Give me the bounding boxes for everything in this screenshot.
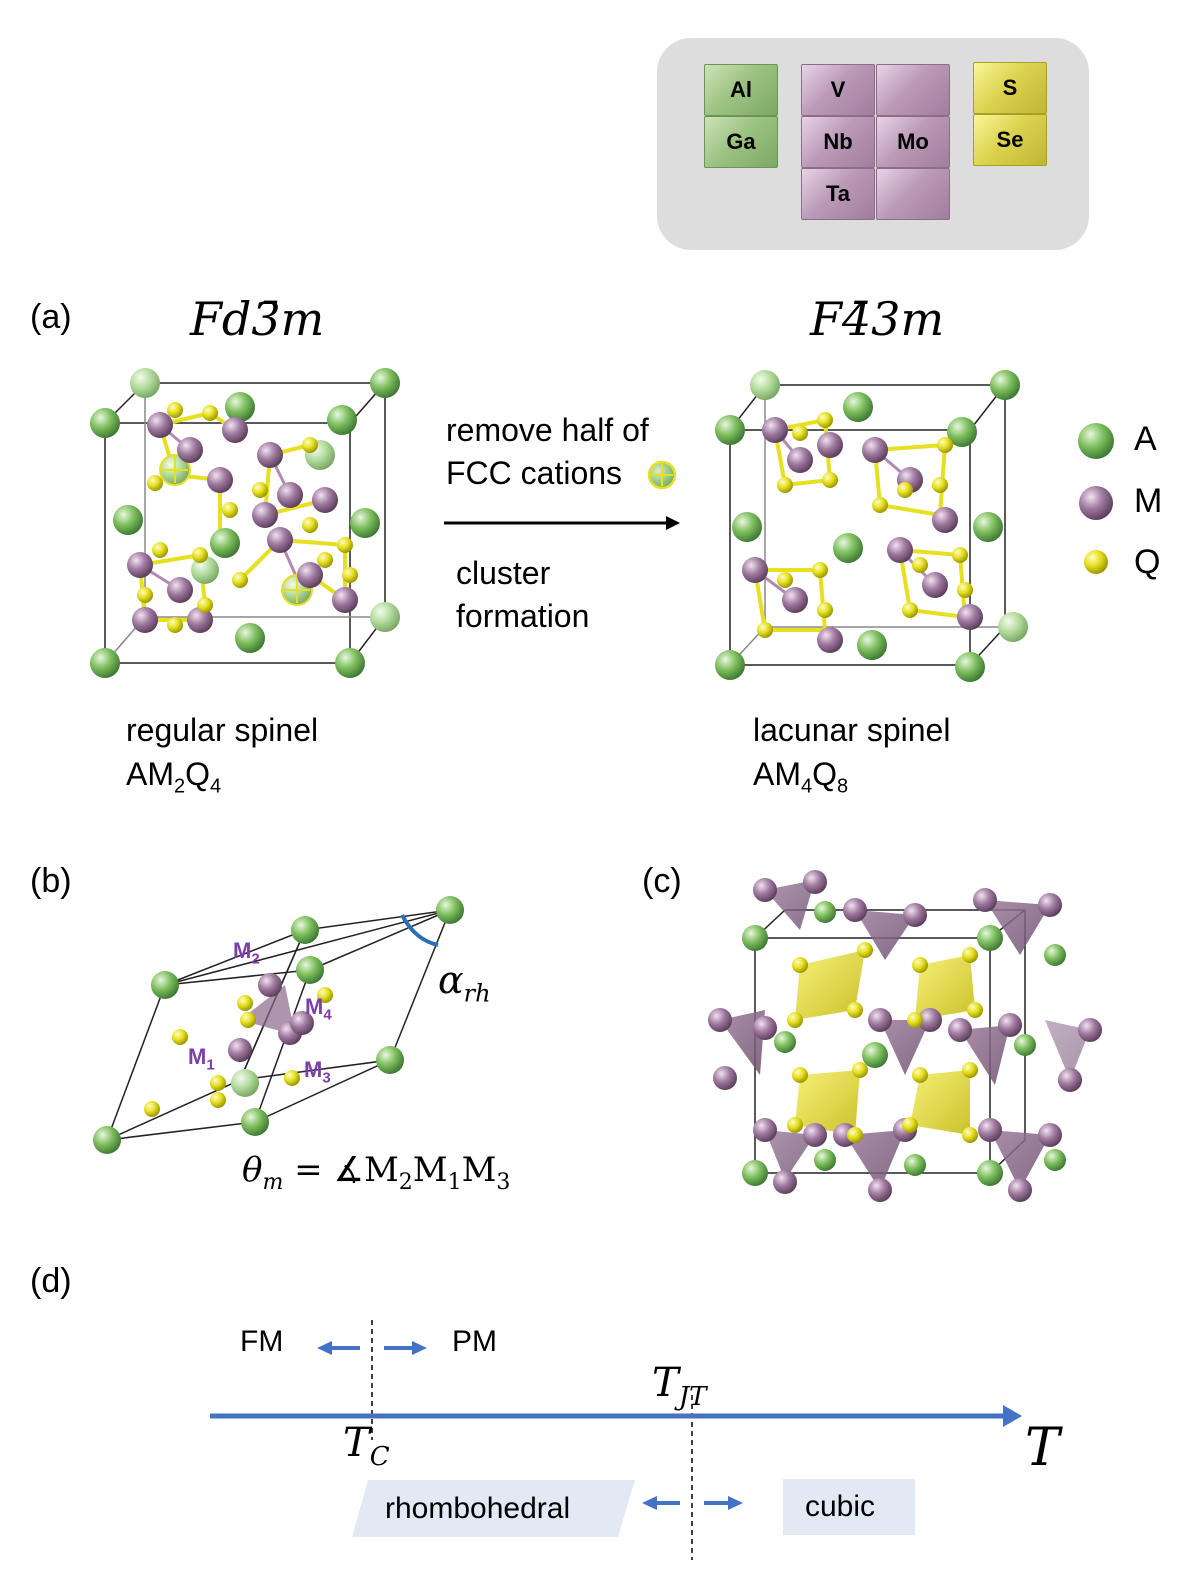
site-label-m3: M3 [304,1057,331,1087]
left-formula: AM2Q4 [126,756,222,798]
arrow-text-line2: FCC cations [446,455,623,491]
phase-timeline [210,1320,1022,1560]
regular-spinel-structure [90,368,400,678]
t-axis-label: T [1025,1418,1060,1478]
lacunar-spinel-structure [715,370,1028,682]
tile-ga: Ga [704,116,778,168]
left-caption: regular spinel [126,712,319,748]
removed-cation-icon [647,460,677,490]
panel-a-label: (a) [30,298,72,336]
tile-nb: Nb [801,116,875,168]
right-formula: AM4Q8 [753,756,849,798]
panel-d-label: (d) [30,1262,72,1300]
arrow-text-line1: remove half of [446,412,649,448]
theta-equation: θm = ∡M2M1M3 [242,1150,511,1195]
tile-s: S [973,62,1047,114]
legend-m-swatch [1079,486,1113,520]
tile-empty-2 [876,168,950,220]
tile-mo: Mo [876,116,950,168]
arrow-bottom-line1: cluster [456,555,551,591]
fm-label: FM [240,1325,284,1358]
tc-label: TC [343,1420,390,1472]
transform-arrow [444,516,680,530]
pm-label: PM [452,1325,497,1358]
site-label-m4: M4 [305,994,332,1024]
alpha-rh-label: αrh [438,958,491,1008]
site-label-m1: M1 [188,1044,215,1074]
right-caption: lacunar spinel [753,712,951,748]
cluster-polyhedra-structure [708,870,1102,1202]
site-label-m2: M2 [233,938,260,968]
legend-q-swatch [1084,550,1108,574]
tile-v: V [801,64,875,116]
tile-ta: Ta [801,168,875,220]
rhombohedral-cell [93,896,464,1154]
legend-m-label: M [1134,482,1163,520]
tile-se: Se [973,114,1047,166]
arrow-bottom-line2: formation [456,598,590,634]
legend-a-swatch [1078,423,1114,459]
legend-q-label: Q [1134,543,1161,581]
tile-empty-1 [876,64,950,116]
tjt-label: TJT [652,1360,707,1412]
tile-al: Al [704,64,778,116]
legend [1078,423,1114,574]
legend-a-label: A [1134,420,1157,458]
panel-b-label: (b) [30,862,72,900]
panel-c-label: (c) [642,862,682,900]
cubic-label: cubic [805,1490,876,1523]
left-spacegroup: Fd3̄m [190,292,325,346]
right-spacegroup: F4̄3m [810,292,945,346]
rhombohedral-label: rhombohedral [385,1492,571,1525]
